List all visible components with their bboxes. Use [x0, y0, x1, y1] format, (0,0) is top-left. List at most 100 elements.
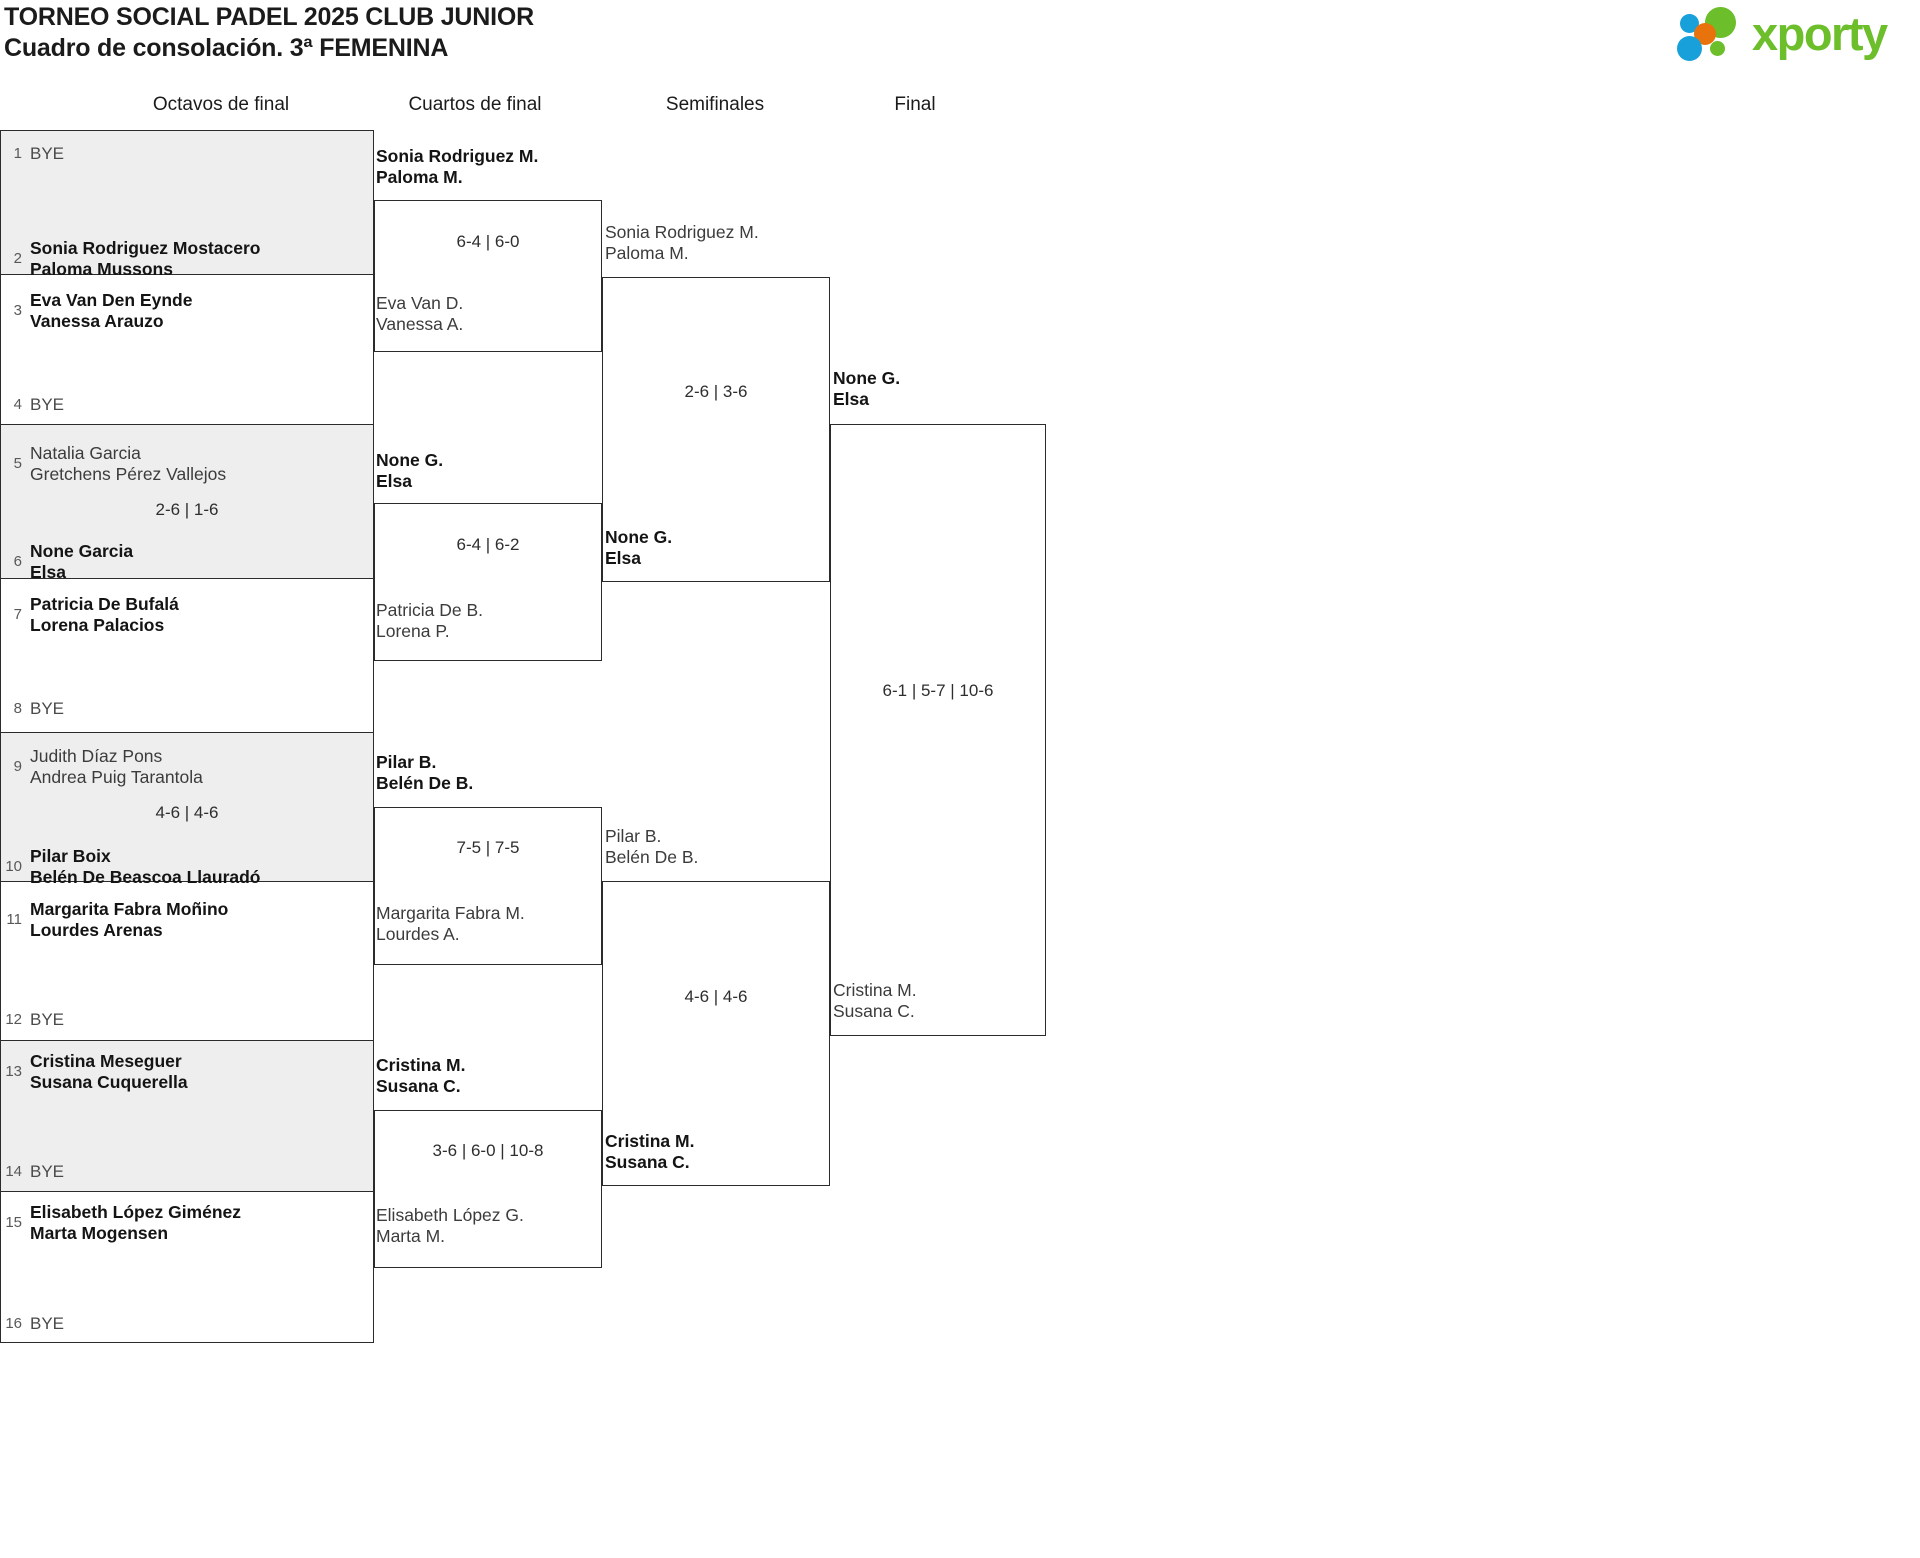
final-bottom: Cristina M.Susana C.	[833, 980, 917, 1022]
seed-number: 13	[5, 1063, 22, 1080]
team-line-1: BYE	[30, 1314, 65, 1333]
team-line-1: Sonia Rodriguez M.	[605, 222, 759, 242]
sf2-top: Pilar B.Belén De B.	[605, 826, 698, 868]
logo-dot-orange	[1694, 23, 1716, 45]
team-line-1: BYE	[30, 395, 65, 414]
r1-team-12: BYE	[30, 1009, 64, 1030]
logo-wordmark: xporty	[1752, 7, 1888, 60]
seed-number: 14	[5, 1163, 22, 1180]
seed-number: 9	[13, 758, 22, 775]
qf-box-4	[374, 1110, 602, 1268]
r1-group-box-8	[0, 1191, 374, 1343]
r1-team-14: BYE	[30, 1161, 64, 1182]
seed-number: 1	[13, 145, 22, 162]
team-line-1: Eva Van D.	[376, 293, 464, 313]
qf1-score: 6-4 | 6-0	[456, 232, 520, 251]
page-header: TORNEO SOCIAL PADEL 2025 CLUB JUNIOR Cua…	[0, 0, 1920, 70]
qf2-score: 6-4 | 6-2	[456, 535, 520, 554]
team-line-1: Elisabeth López Giménez	[30, 1202, 242, 1222]
team-line-2: Paloma M.	[605, 243, 689, 263]
team-line-2: Elsa	[833, 389, 869, 409]
team-line-1: Sonia Rodriguez M.	[376, 146, 539, 166]
team-line-2: Belén De B.	[605, 847, 699, 867]
team-line-1: Patricia De B.	[376, 600, 483, 620]
qf3-bottom: Margarita Fabra M.Lourdes A.	[376, 903, 525, 945]
team-line-1: Elisabeth López G.	[376, 1205, 524, 1225]
r1-group-box-4	[0, 578, 374, 733]
xporty-logo[interactable]: xporty	[1674, 6, 1906, 62]
team-line-1: Sonia Rodriguez Mostacero	[30, 238, 261, 258]
team-line-2: Lorena P.	[376, 621, 450, 641]
r1-group-box-2	[0, 274, 374, 425]
team-line-2: Susana C.	[376, 1076, 461, 1096]
team-line-2: Paloma Mussons	[30, 259, 173, 279]
r1-team-4: BYE	[30, 394, 64, 415]
qf-box-1	[374, 200, 602, 352]
sf1-score: 2-6 | 3-6	[684, 382, 748, 401]
round-header-cuartos: Cuartos de final	[408, 94, 542, 115]
qf1-bottom: Eva Van D.Vanessa A.	[376, 293, 463, 335]
qf4-score: 3-6 | 6-0 | 10-8	[432, 1141, 544, 1160]
team-line-1: Cristina M.	[605, 1131, 695, 1151]
team-line-1: Margarita Fabra Moñino	[30, 899, 229, 919]
team-line-2: Susana C.	[833, 1001, 915, 1021]
team-line-2: Marta Mogensen	[30, 1223, 169, 1243]
r1-group-box-3	[0, 424, 374, 579]
team-line-1: Cristina M.	[376, 1055, 466, 1075]
team-line-1: Natalia Garcia	[30, 443, 141, 463]
qf2-top: None G.Elsa	[376, 450, 443, 492]
final-box	[830, 424, 1046, 1036]
team-line-1: Pilar B.	[605, 826, 662, 846]
seed-number: 3	[13, 302, 22, 319]
sf1-top: Sonia Rodriguez M.Paloma M.	[605, 222, 759, 264]
seed-number: 8	[13, 700, 22, 717]
seed-number: 11	[6, 911, 22, 928]
team-line-2: Susana C.	[605, 1152, 690, 1172]
r1-score-3: 4-6 | 4-6	[155, 803, 219, 822]
team-line-2: Vanessa Arauzo	[30, 311, 164, 331]
seed-number: 6	[13, 553, 22, 570]
team-line-2: Elsa	[376, 471, 412, 491]
team-line-1: Cristina Meseguer	[30, 1051, 182, 1071]
final-top: None G.Elsa	[833, 368, 900, 410]
team-line-1: None G.	[376, 450, 444, 470]
r1-score-2: 2-6 | 1-6	[155, 500, 219, 519]
final-score: 6-1 | 5-7 | 10-6	[882, 681, 994, 700]
team-line-2: Marta M.	[376, 1226, 446, 1246]
r1-team-1: BYE	[30, 143, 64, 164]
seed-number: 2	[13, 250, 22, 267]
r1-team-16: BYE	[30, 1313, 64, 1334]
sf-box-2	[602, 881, 830, 1186]
team-line-1: BYE	[30, 699, 65, 718]
team-line-2: Lorena Palacios	[30, 615, 165, 635]
team-line-1: Cristina M.	[833, 980, 917, 1000]
seed-number: 5	[13, 455, 22, 472]
team-line-1: BYE	[30, 1162, 65, 1181]
team-line-1: Pilar B.	[376, 752, 437, 772]
team-line-1: Judith Díaz Pons	[30, 746, 163, 766]
seed-number: 12	[5, 1011, 22, 1028]
qf4-bottom: Elisabeth López G.Marta M.	[376, 1205, 524, 1247]
team-line-2: Susana Cuquerella	[30, 1072, 188, 1092]
sf1-bottom: None G.Elsa	[605, 527, 672, 569]
sf2-score: 4-6 | 4-6	[684, 987, 748, 1006]
team-line-2: Vanessa A.	[376, 314, 464, 334]
team-line-2: Elsa	[605, 548, 641, 568]
seed-number: 16	[5, 1315, 22, 1332]
team-line-2: Lourdes A.	[376, 924, 460, 944]
sf-box-1	[602, 277, 830, 582]
qf3-top: Pilar B.Belén De B.	[376, 752, 473, 794]
qf1-top: Sonia Rodriguez M.Paloma M.	[376, 146, 538, 188]
round-header-semis: Semifinales	[665, 94, 765, 115]
team-line-1: Patricia De Bufalá	[30, 594, 179, 614]
qf-box-2	[374, 503, 602, 661]
